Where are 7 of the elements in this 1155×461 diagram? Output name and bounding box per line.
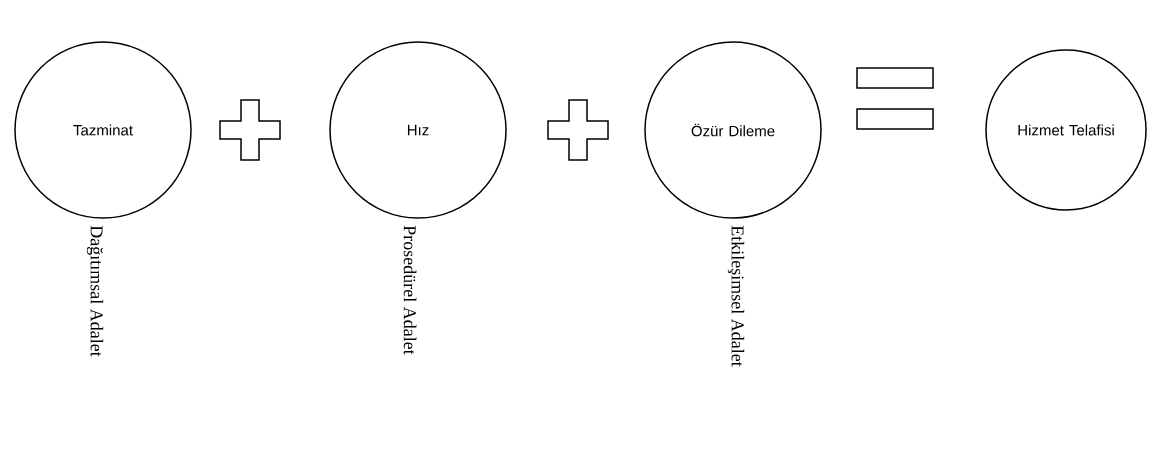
circle-node: Özür Dileme	[644, 41, 822, 219]
circle-node: Tazminat	[14, 41, 192, 219]
circle-node: Hizmet Telafisi	[985, 49, 1147, 211]
circle-node: Hız	[329, 41, 507, 219]
vertical-label: Etkileşimsel Adalet	[727, 225, 745, 367]
vertical-label: Dağıtımsal Adalet	[86, 225, 104, 357]
vertical-label: Prosedürel Adalet	[403, 225, 417, 355]
